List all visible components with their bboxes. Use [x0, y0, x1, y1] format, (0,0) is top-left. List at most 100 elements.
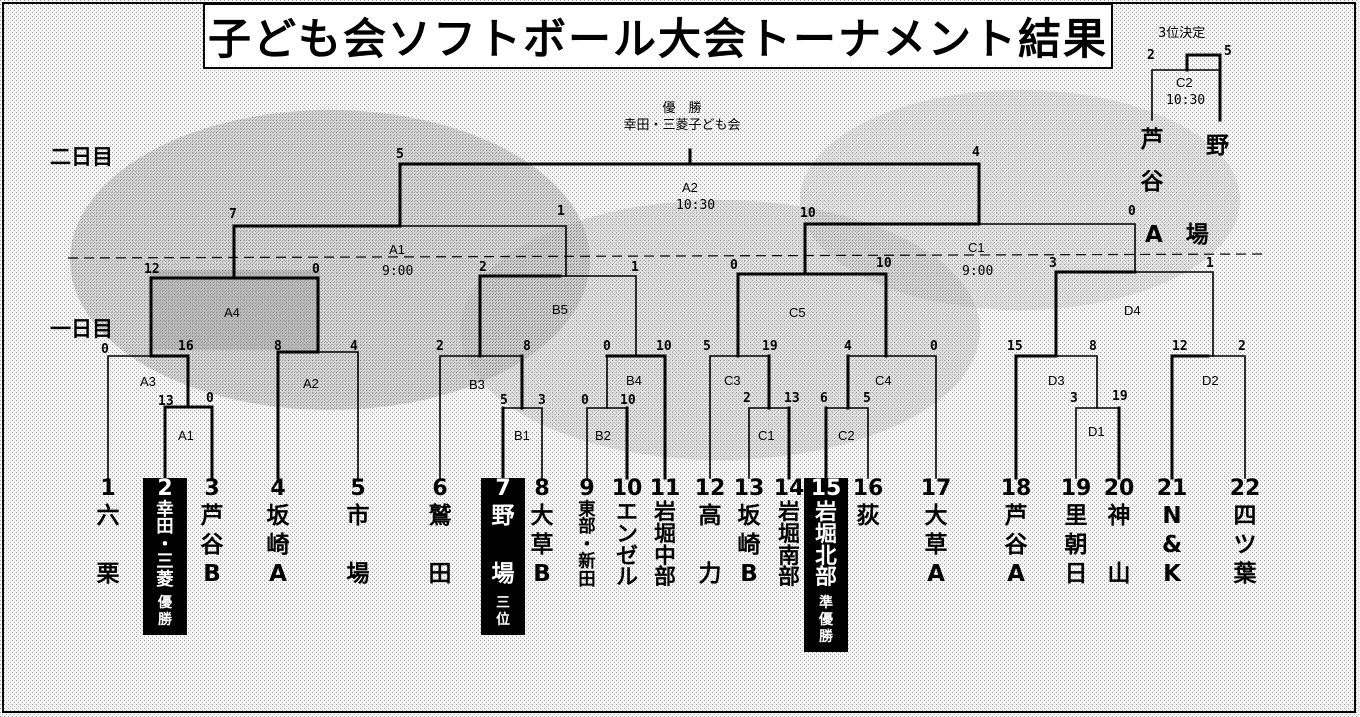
team-name: 市場 [346, 503, 370, 587]
score-right-A3: 16 [178, 339, 194, 354]
team-name: 神山 [1107, 503, 1131, 587]
score-left-C1b: 2 [743, 391, 751, 406]
champion-name: 幸田・三菱子ども会 [623, 118, 741, 133]
match-label-C4: C4 [875, 373, 892, 388]
score-right-C2: 5 [863, 391, 871, 406]
day1-label: 一日目 [50, 317, 113, 341]
team-number: 5 [350, 476, 366, 501]
score-right-D4: 1 [1206, 256, 1214, 271]
match-label-A4: A4 [224, 305, 240, 320]
page-title: 子ども会ソフトボール大会トーナメント結果 [208, 15, 1108, 65]
team-number: 22 [1229, 476, 1261, 501]
score-right-D1: 19 [1112, 389, 1128, 404]
score-right-C5: 10 [876, 256, 892, 271]
third-place-time: 10:30 [1166, 93, 1206, 108]
score-right-A2: 4 [350, 339, 358, 354]
score-right-D2: 2 [1238, 339, 1246, 354]
champion-caption: 優 勝 幸田・三菱子ども会 [592, 100, 772, 134]
match-label-A1: A1 [178, 428, 194, 443]
score-left-D4: 3 [1049, 256, 1057, 271]
match-time-A2f: 10:30 [676, 198, 716, 213]
match-B1-line [502, 407, 543, 479]
third-place-left-team: 芦谷 [1140, 127, 1164, 195]
team-name: 四ツ葉 [1233, 503, 1257, 587]
team-number: 13 [733, 476, 765, 501]
match-label-A3: A3 [140, 374, 156, 389]
score-right-B1: 3 [538, 393, 546, 408]
team-number: 12 [694, 476, 726, 501]
match-A2f-line [398, 162, 981, 228]
score-left-B2: 0 [581, 393, 589, 408]
team-number: 17 [920, 476, 952, 501]
match-label-B3: B3 [469, 377, 485, 392]
match-label-C3: C3 [724, 373, 741, 388]
match-label-D1: D1 [1088, 424, 1105, 439]
score-left-D3: 15 [1007, 339, 1023, 354]
team-name: 岩堀中部 [654, 500, 676, 591]
match-C4-line [847, 355, 937, 479]
match-label-B4: B4 [626, 373, 642, 388]
team-number: 10 [611, 476, 643, 501]
match-label-C2: C2 [838, 428, 855, 443]
score-left-C2: 6 [820, 391, 828, 406]
team-number: 4 [270, 476, 286, 501]
score-left-C3: 5 [703, 339, 711, 354]
score-right-B4: 10 [656, 339, 672, 354]
team-result: 三位 [496, 595, 510, 628]
match-time-A1f: 9:00 [382, 264, 414, 279]
match-C2-line [825, 407, 869, 479]
team-number: 18 [1000, 476, 1032, 501]
score-right-B3: 8 [523, 339, 531, 354]
team-name: 幸田・三菱 [156, 500, 174, 590]
match-label-B2: B2 [595, 428, 611, 443]
match-B2-line [586, 407, 628, 479]
team-number: 19 [1060, 476, 1092, 501]
team-number: 20 [1103, 476, 1135, 501]
score-right-B5: 1 [631, 260, 639, 275]
team-number: 16 [852, 476, 884, 501]
team-number: 7 [495, 476, 511, 501]
team-number: 11 [649, 476, 681, 501]
match-C1b-line [748, 407, 790, 479]
team-name: エンゼル [616, 500, 638, 591]
match-label-D4: D4 [1124, 303, 1141, 318]
match-B3-line [439, 355, 523, 479]
third-place-title: 3位決定 [1158, 26, 1206, 41]
score-right-C4: 0 [930, 339, 938, 354]
score-left-A1: 13 [158, 394, 174, 409]
score-left-C1f: 10 [800, 206, 816, 221]
team-name: N&K [1161, 503, 1183, 587]
match-label-C1b: C1 [758, 428, 775, 443]
score-left-D2: 12 [1172, 339, 1188, 354]
team-name: 野場 [491, 503, 515, 587]
match-label-C1f: C1 [968, 240, 985, 255]
team-number: 9 [579, 476, 595, 501]
match-A2-line [277, 351, 359, 479]
score-left-D1: 3 [1070, 391, 1078, 406]
score-right-A1: 0 [206, 391, 214, 406]
score-left-A2f: 5 [396, 147, 404, 162]
day-divider-line [67, 253, 1269, 259]
match-label-D3: D3 [1048, 373, 1065, 388]
team-name: 東部・新田 [578, 500, 596, 590]
score-right-A4: 0 [312, 262, 320, 277]
day2-label: 二日目 [50, 145, 113, 169]
team-number: 1 [100, 476, 116, 501]
score-left-A3: 0 [101, 342, 109, 357]
team-name: 岩堀北部 [815, 500, 837, 591]
